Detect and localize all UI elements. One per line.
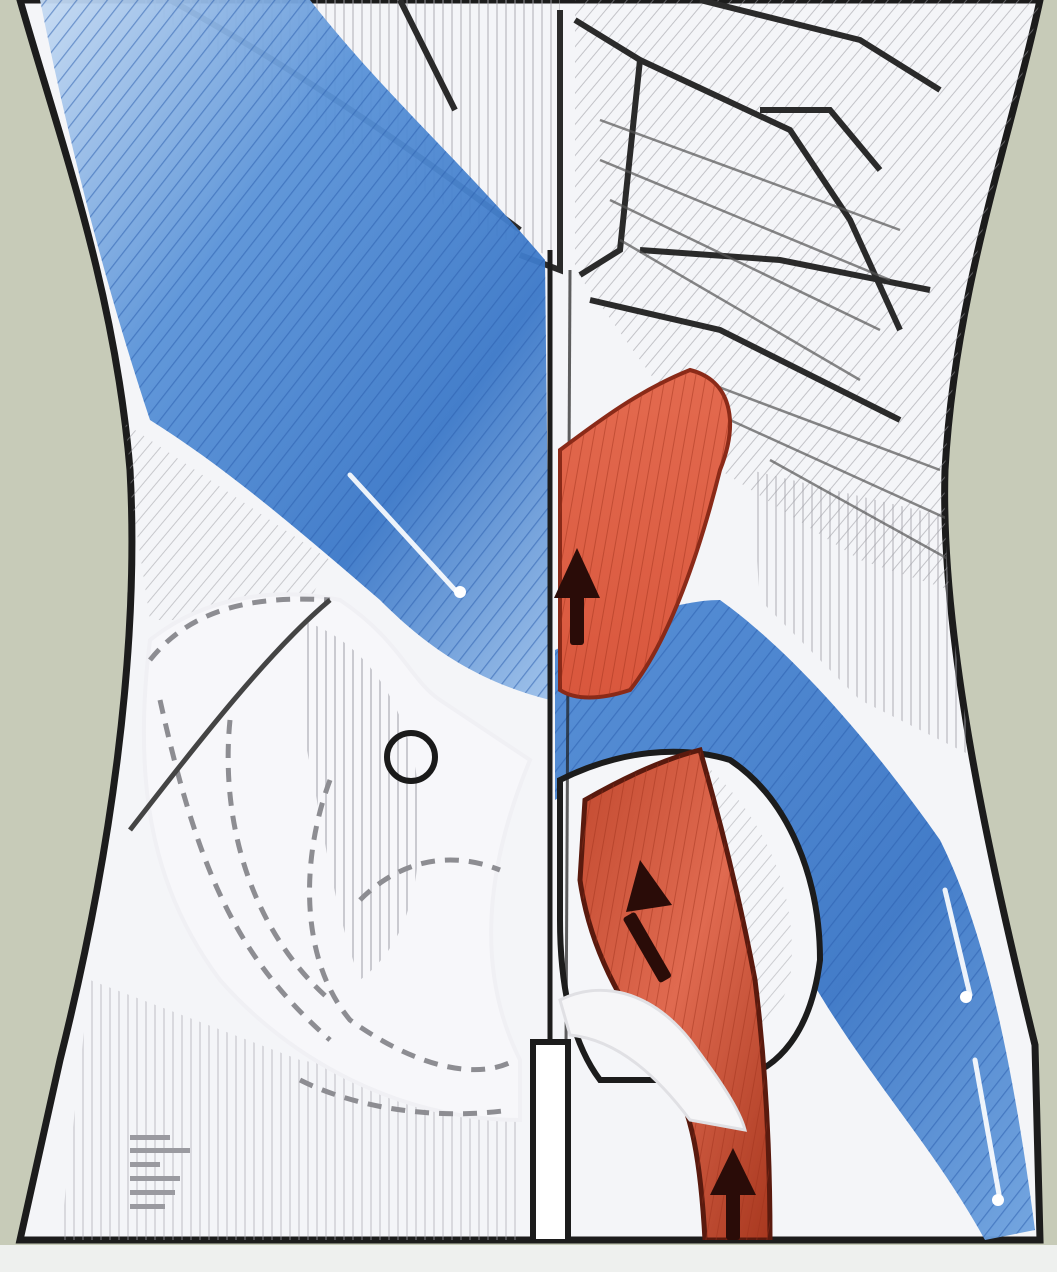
bottom-border <box>0 1245 1057 1272</box>
center-slot <box>533 1042 568 1242</box>
